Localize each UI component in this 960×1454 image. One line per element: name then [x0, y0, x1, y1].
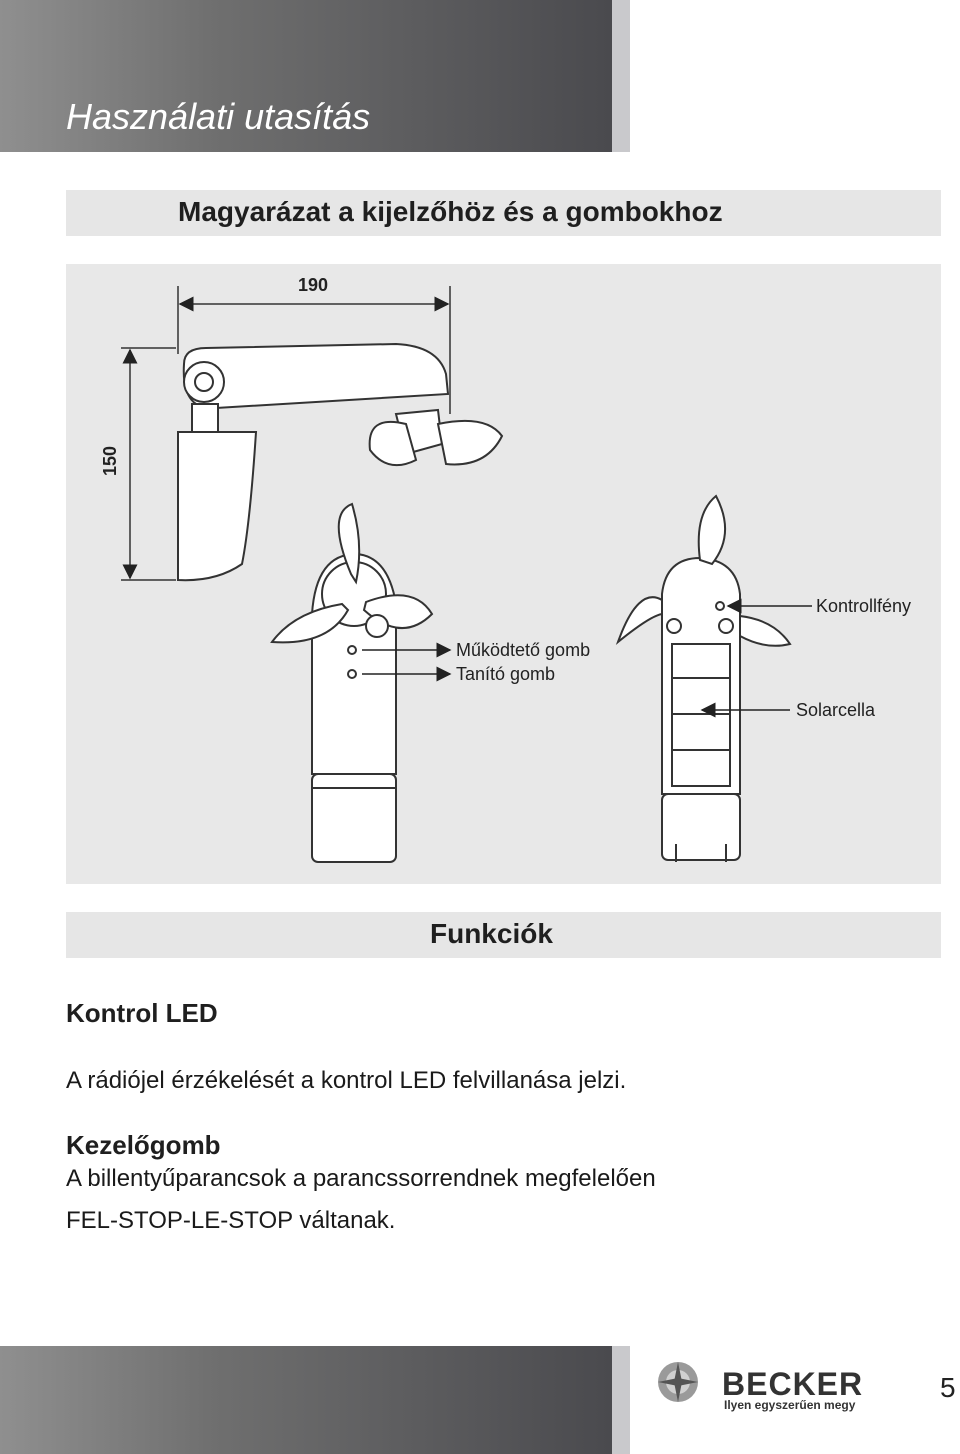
dim-height-label: 150 [100, 446, 120, 476]
section-title-functions: Funkciók [430, 918, 553, 949]
label-operate-button: Működtető gomb [456, 640, 590, 660]
header-edge [612, 0, 630, 152]
side-neck [191, 403, 219, 433]
becker-logo-icon [658, 1362, 698, 1402]
device-diagram-svg: 190 150 [100, 275, 911, 863]
side-pivot-inner [194, 372, 214, 392]
front-teach-dot [347, 669, 357, 679]
header-band [0, 0, 612, 152]
document-title: Használati utasítás [66, 96, 371, 137]
page-number: 5 [940, 1372, 956, 1403]
label-control-light: Kontrollfény [816, 596, 911, 616]
label-solar-cell: Solarcella [796, 700, 876, 720]
text-kezelogomb-line1: A billentyűparancsok a parancssorrendnek… [66, 1165, 656, 1192]
back-blade-left [615, 596, 663, 646]
footer-band [0, 1346, 612, 1454]
footer-edge [612, 1346, 630, 1454]
heading-kontrol-led: Kontrol LED [66, 998, 218, 1028]
front-knob [365, 614, 389, 638]
front-operate-dot [347, 645, 357, 655]
front-base [311, 773, 397, 863]
label-teach-button: Tanító gomb [456, 664, 555, 684]
back-screw-right [718, 618, 734, 634]
text-kezelogomb-line2: FEL-STOP-LE-STOP váltanak. [66, 1207, 396, 1234]
back-base [661, 793, 741, 861]
front-blade-top [337, 502, 361, 585]
device-diagram: 190 150 [66, 264, 941, 884]
text-kontrol-led: A rádiójel érzékelését a kontrol LED fel… [66, 1067, 627, 1094]
side-blade-right [436, 419, 504, 466]
side-blade-left [368, 420, 418, 467]
back-screw-left [666, 618, 682, 634]
section-bar-functions [66, 912, 941, 958]
brand-tagline: Ilyen egyszerűen megy [724, 1398, 856, 1412]
heading-kezelogomb: Kezelőgomb [66, 1130, 221, 1160]
side-view [177, 342, 504, 582]
back-blade-top [697, 494, 727, 566]
section-title-explanation: Magyarázat a kijelzőhöz és a gombokhoz [178, 196, 723, 227]
section-bar-explanation [66, 190, 941, 236]
back-blade-right [739, 614, 792, 647]
front-blade-left [270, 602, 350, 644]
side-housing [177, 431, 258, 582]
back-control-led [715, 601, 725, 611]
brand-name: BECKER [722, 1366, 864, 1402]
front-view [270, 502, 434, 863]
back-view [615, 494, 792, 862]
dim-width-label: 190 [298, 275, 328, 295]
